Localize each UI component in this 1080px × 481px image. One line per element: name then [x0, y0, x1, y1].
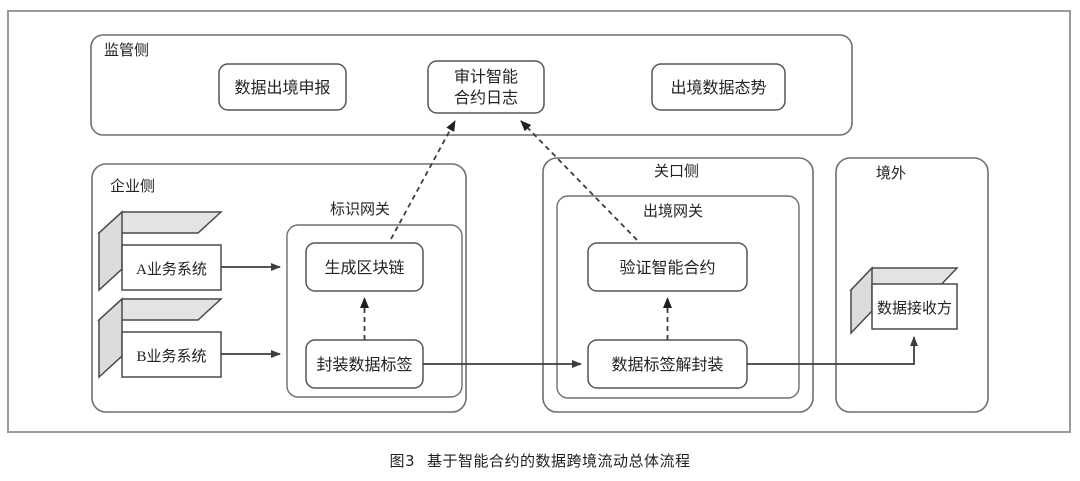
node-generate-blockchain[interactable] — [305, 242, 424, 292]
panel-customs-label: 关口侧 — [654, 163, 699, 180]
node-export-data-situation[interactable] — [651, 63, 786, 111]
cube-data-receiver-label: 数据接收方 — [877, 300, 952, 317]
cube-business-system-a-label: A业务系统 — [136, 261, 207, 278]
cube-business-system-b: B业务系统 — [97, 297, 223, 379]
cube-business-system-b-label: B业务系统 — [136, 348, 206, 365]
figure-caption: 图3 基于智能合约的数据跨境流动总体流程 — [0, 450, 1080, 471]
node-export-data-situation-label: 出境数据态势 — [670, 78, 766, 97]
node-data-export-declaration[interactable] — [218, 63, 347, 111]
node-audit-contract-log-label-line2: 合约日志 — [454, 89, 518, 107]
arrow-decapsulation-to-receiver — [747, 336, 918, 365]
node-data-export-declaration-label: 数据出境申报 — [234, 78, 330, 97]
panel-enterprise-label: 企业侧 — [110, 177, 155, 195]
node-data-tag-decapsulation-label: 数据标签解封装 — [611, 356, 723, 374]
node-audit-contract-log-label-line1: 审计智能 — [454, 68, 518, 86]
arrow-verify-contract-to-audit-log — [520, 120, 638, 241]
node-generate-blockchain-label: 生成区块链 — [324, 259, 404, 277]
arrow-generate-blockchain-to-audit-log — [390, 120, 456, 240]
subpanel-identity-gateway-label: 标识网关 — [330, 201, 390, 218]
node-verify-smart-contract[interactable] — [587, 242, 748, 292]
cube-business-system-a: A业务系统 — [97, 210, 223, 292]
node-audit-contract-log[interactable] — [427, 60, 545, 114]
panel-regulator-label: 监管侧 — [104, 42, 149, 59]
node-verify-smart-contract-label: 验证智能合约 — [619, 259, 715, 277]
subpanel-export-gateway-label: 出境网关 — [643, 202, 703, 220]
panel-overseas-label: 境外 — [876, 164, 906, 182]
cube-data-receiver: 数据接收方 — [849, 266, 959, 335]
figure-caption-text: 基于智能合约的数据跨境流动总体流程 — [427, 452, 691, 470]
figure-caption-number: 图3 — [389, 452, 416, 470]
node-encapsulate-data-tag-label: 封装数据标签 — [316, 356, 412, 374]
